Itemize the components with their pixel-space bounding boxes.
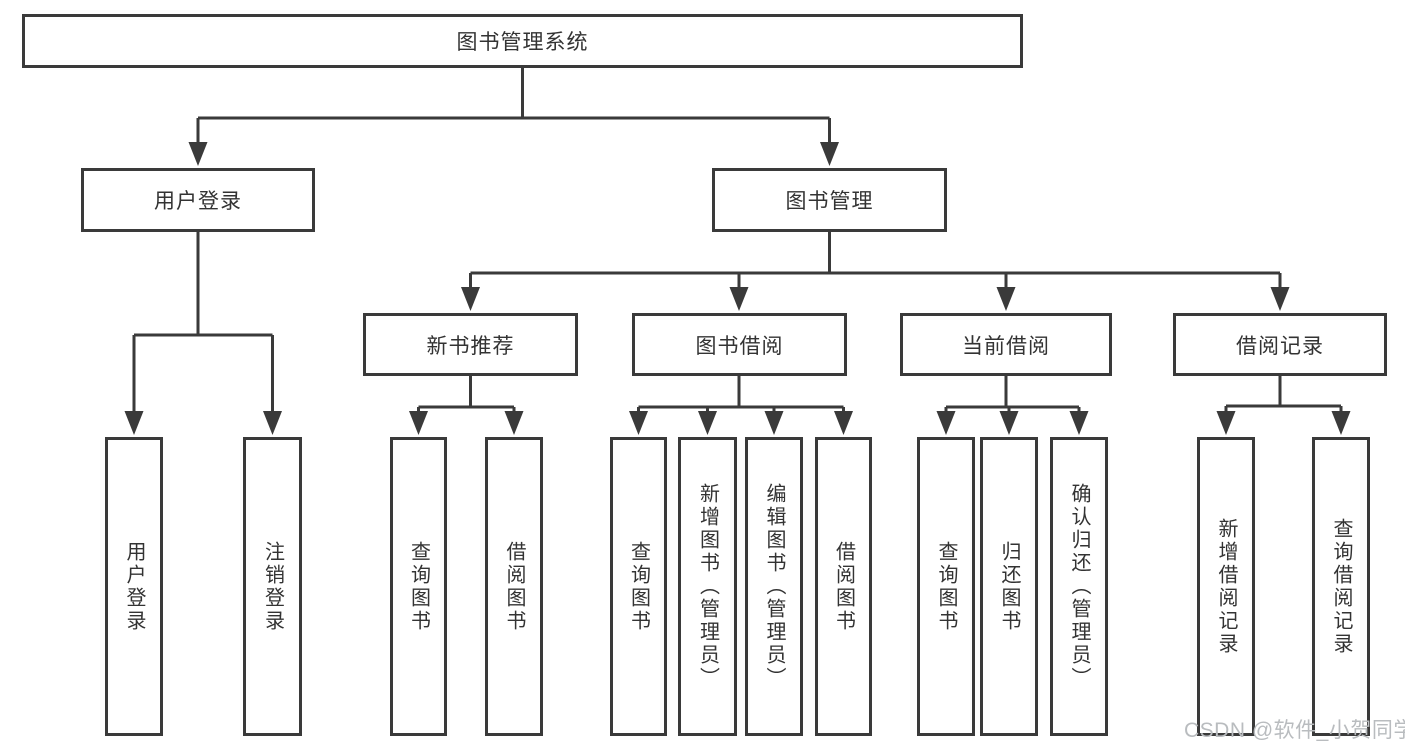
node-label: 用户登录	[154, 190, 242, 213]
node-label: 借阅记录	[1236, 334, 1324, 358]
node-user-login: 用户登录	[81, 168, 315, 232]
leaf-query-books-borrow: 查询图书	[610, 437, 667, 736]
node-label: 查询图书	[935, 540, 957, 633]
leaf-add-borrow-record: 新增借阅记录	[1197, 437, 1255, 736]
leaf-query-books-current: 查询图书	[917, 437, 975, 736]
node-label: 查询图书	[627, 540, 650, 633]
node-label: 图书借阅	[695, 334, 784, 358]
node-label: 借阅图书	[832, 540, 855, 633]
leaf-query-books-recommend: 查询图书	[390, 437, 447, 736]
leaf-add-books-admin: 新增图书（管理员）	[678, 437, 737, 736]
node-label: 新书推荐	[426, 334, 515, 358]
node-label: 新增图书（管理员）	[696, 483, 719, 690]
node-new-book-recommend: 新书推荐	[363, 313, 578, 376]
node-label: 注销登录	[261, 540, 284, 633]
leaf-query-borrow-record: 查询借阅记录	[1312, 437, 1370, 736]
leaf-borrow-books-recommend: 借阅图书	[485, 437, 543, 736]
node-book-management: 图书管理	[712, 168, 947, 232]
arrowhead-icons	[124, 142, 1351, 435]
leaf-user-login: 用户登录	[105, 437, 163, 736]
leaf-return-books: 归还图书	[980, 437, 1038, 736]
node-current-borrow: 当前借阅	[900, 313, 1112, 376]
node-label: 用户登录	[123, 540, 145, 633]
leaf-borrow-books: 借阅图书	[815, 437, 872, 736]
leaf-confirm-return-admin: 确认归还（管理员）	[1050, 437, 1108, 736]
csdn-watermark: CSDN @软件_小贺同学	[1184, 719, 1405, 742]
leaf-logout: 注销登录	[243, 437, 302, 736]
node-label: 归还图书	[998, 540, 1020, 633]
node-label: 编辑图书（管理员）	[763, 483, 785, 690]
node-label: 图书管理系统	[456, 31, 589, 54]
node-book-borrow: 图书借阅	[632, 313, 847, 376]
node-label: 当前借阅	[962, 334, 1050, 358]
node-label: 确认归还（管理员）	[1068, 483, 1090, 690]
node-label: 查询借阅记录	[1330, 517, 1352, 656]
node-label: 借阅图书	[503, 540, 525, 633]
node-label: 图书管理	[785, 190, 874, 213]
node-label: 新增借阅记录	[1215, 517, 1237, 656]
leaf-edit-books-admin: 编辑图书（管理员）	[745, 437, 803, 736]
node-borrow-records: 借阅记录	[1173, 313, 1387, 376]
node-label: 查询图书	[407, 540, 430, 633]
node-root-library-system: 图书管理系统	[22, 14, 1023, 68]
